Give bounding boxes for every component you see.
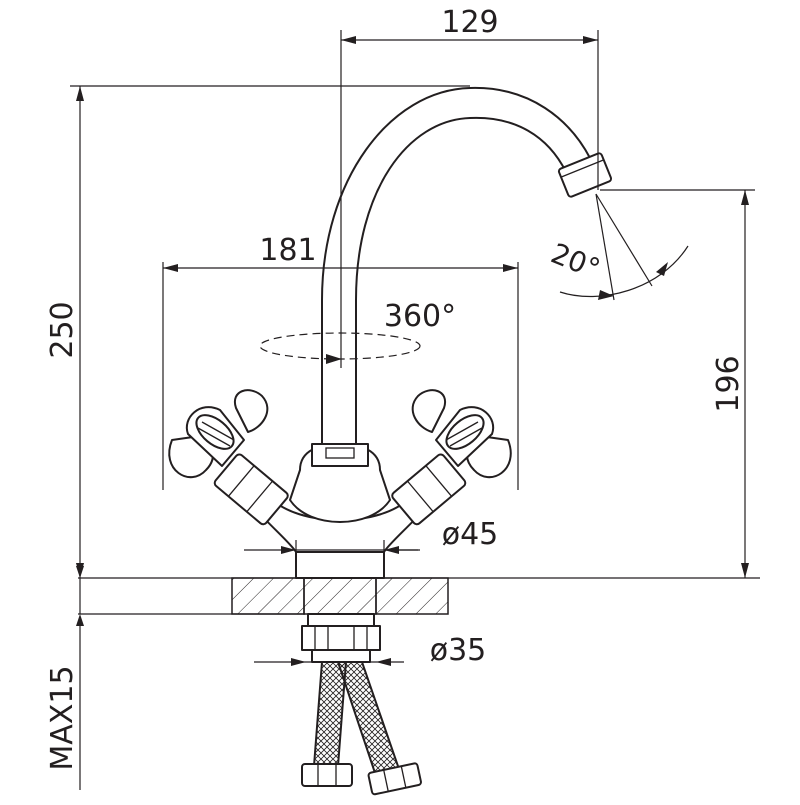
aerator-angle-label: 20° [546, 237, 604, 286]
swivel-rotation-icon [259, 332, 421, 364]
left-handle [168, 389, 289, 526]
max-countertop-label: MAX15 [45, 665, 80, 770]
dimension-aerator-angle [559, 193, 689, 301]
dimension-max-countertop [76, 566, 84, 790]
dimension-spout-reach [340, 30, 599, 368]
dimension-outlet-height [600, 189, 755, 578]
right-handle [391, 389, 512, 526]
mounting-shank [301, 613, 381, 663]
outlet-height-label: 196 [711, 355, 746, 412]
shank-diameter-label: ø35 [430, 633, 487, 668]
spout-reach-label: 129 [441, 5, 498, 40]
dimension-base-diameter [244, 540, 420, 562]
dimension-shank-diameter [254, 658, 404, 666]
handle-span-label: 181 [259, 233, 316, 268]
dimension-handle-span [162, 262, 519, 490]
base-diameter-label: ø45 [442, 517, 499, 552]
countertop-section [78, 577, 760, 615]
total-height-label: 250 [45, 301, 80, 358]
flexible-hoses [301, 661, 422, 796]
swivel-angle-label: 360° [384, 299, 456, 334]
dimension-total-height [70, 85, 470, 578]
